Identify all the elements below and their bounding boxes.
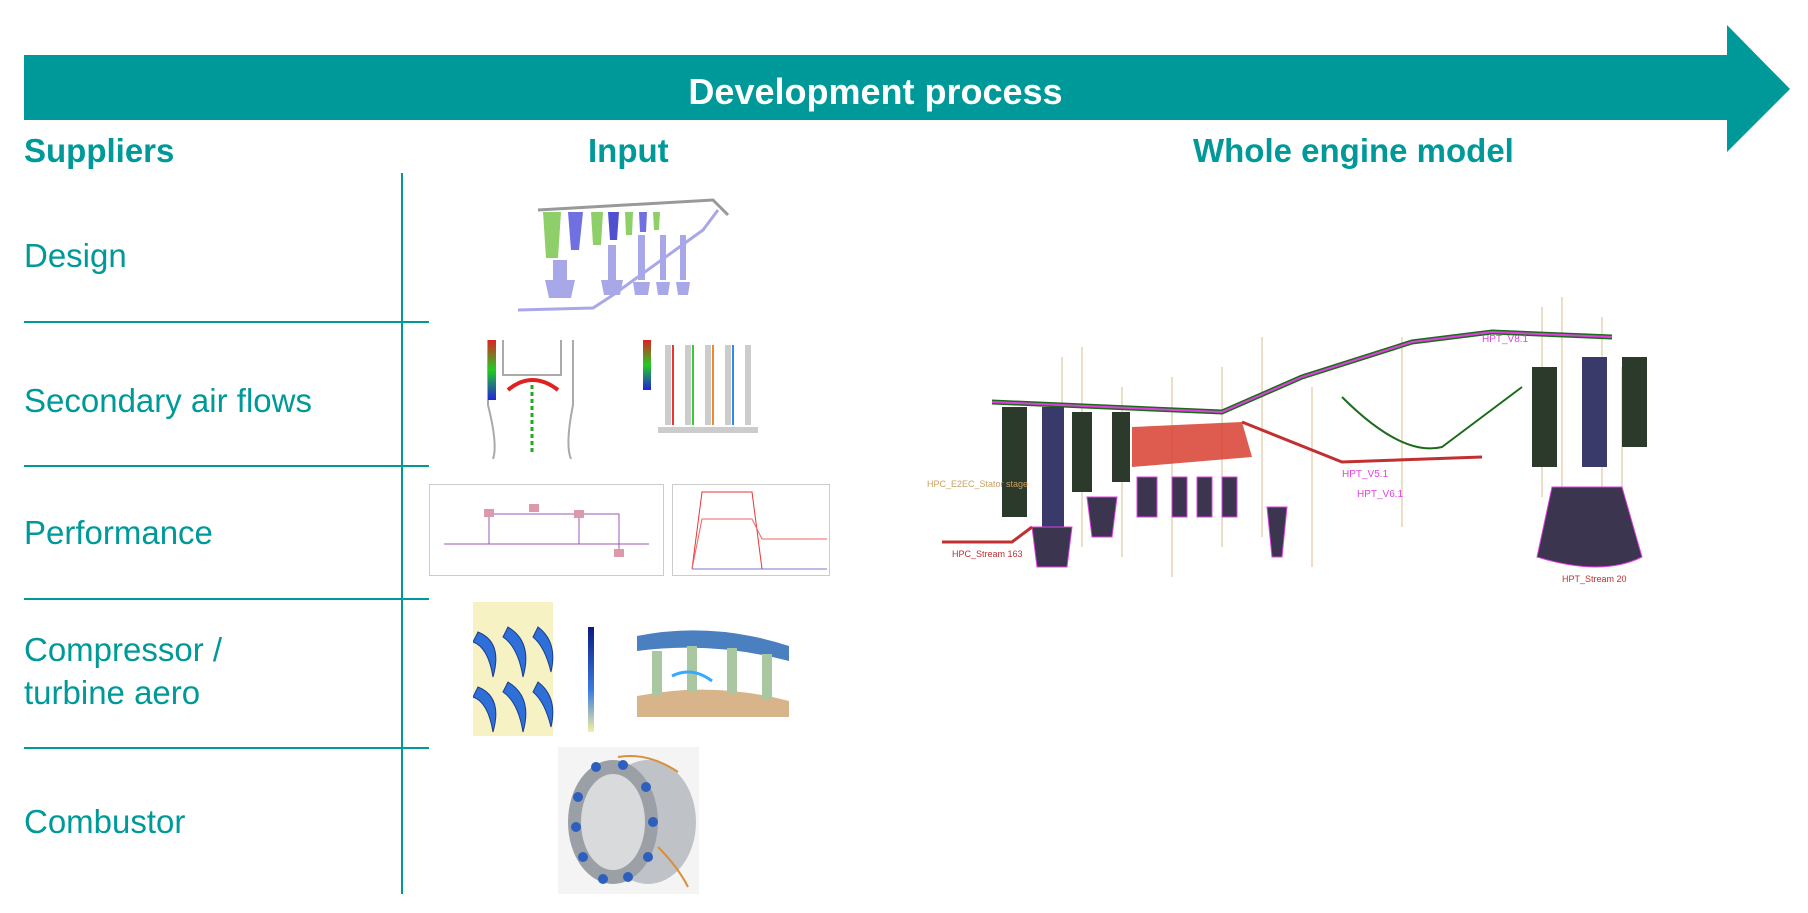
row-label-secondary-air-flows: Secondary air flows <box>24 382 312 419</box>
row-label-line: turbine aero <box>24 674 201 711</box>
development-process-arrow <box>24 25 1790 152</box>
row-label-design: Design <box>24 237 127 274</box>
svg-text:HPT_V8.1: HPT_V8.1 <box>1482 334 1529 345</box>
blade-mach-contour-image <box>473 602 594 736</box>
row-divider <box>24 598 429 600</box>
row-label-performance: Performance <box>24 514 213 551</box>
banner-title: Development process <box>688 71 1063 112</box>
secondary-air-flow-image-1 <box>473 335 591 459</box>
svg-text:HPT_V5.1: HPT_V5.1 <box>1342 469 1389 480</box>
turbine-vane-3d-image <box>637 630 789 717</box>
svg-text:HPT_Stream 20: HPT_Stream 20 <box>1562 574 1627 584</box>
combustor-3d-image <box>558 747 699 894</box>
header-input: Input <box>588 132 669 169</box>
svg-text:HPC_Stream 163: HPC_Stream 163 <box>952 549 1023 559</box>
header-whole-engine-model: Whole engine model <box>1193 132 1514 169</box>
svg-text:HPC_E2EC_Stator stage: HPC_E2EC_Stator stage <box>927 479 1028 489</box>
performance-cycle-schematic <box>429 484 664 576</box>
header-suppliers: Suppliers <box>24 132 175 169</box>
secondary-air-flow-image-2 <box>643 340 758 433</box>
performance-curve-plot <box>672 484 830 576</box>
row-label-compressor-turbine-aero: Compressor / turbine aero <box>24 628 222 714</box>
row-label-line: Compressor / <box>24 631 223 668</box>
row-divider <box>24 465 429 467</box>
column-divider <box>401 173 403 894</box>
row-label-combustor: Combustor <box>24 803 186 840</box>
row-divider <box>24 321 429 323</box>
row-divider <box>24 747 429 749</box>
svg-text:HPT_V6.1: HPT_V6.1 <box>1357 489 1404 500</box>
design-cross-section-image <box>517 198 730 312</box>
